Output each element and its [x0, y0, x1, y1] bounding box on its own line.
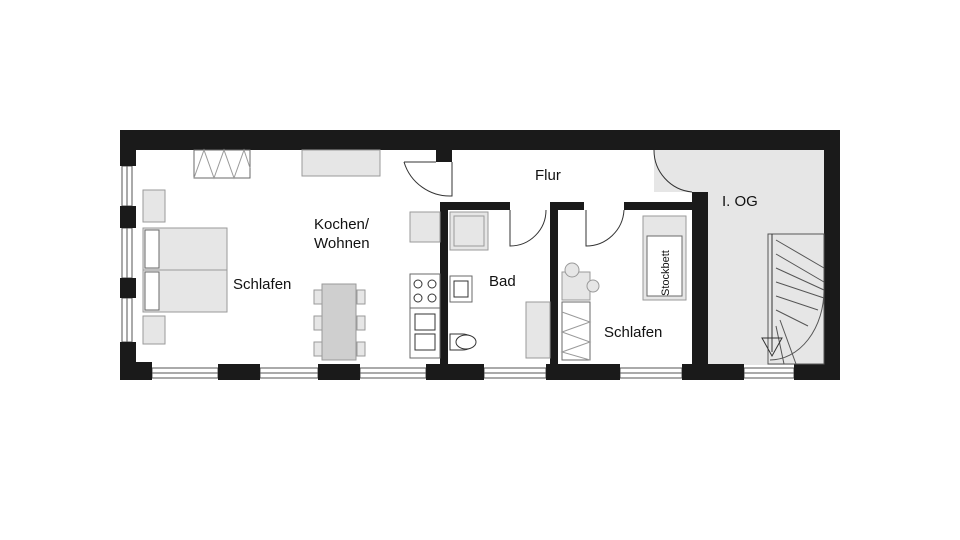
bunk-bed-label: Stockbett	[660, 250, 672, 296]
label-og: I. OG	[722, 193, 758, 210]
living-furniture	[301, 149, 441, 361]
doors	[403, 149, 693, 247]
label-schlafen-left: Schlafen	[233, 276, 291, 293]
nightstand-top	[142, 189, 166, 223]
left-bedroom-furniture	[142, 148, 251, 345]
shower	[449, 211, 489, 251]
stair-arrowhead	[761, 337, 783, 358]
nightstand-bottom	[142, 315, 166, 345]
dining-table	[321, 283, 357, 361]
label-wohnen: Wohnen	[314, 235, 370, 252]
label-flur: Flur	[535, 167, 561, 184]
staircase	[761, 233, 825, 365]
right-bedroom-furniture: Stockbett	[525, 215, 687, 361]
sideboard	[301, 149, 381, 177]
chair	[564, 262, 580, 278]
stair-area	[654, 150, 824, 365]
room-labels: Schlafen Kochen/ Wohnen Flur Bad Schlafe…	[233, 167, 758, 341]
label-bad: Bad	[489, 273, 516, 290]
washbasin	[449, 275, 473, 303]
stove	[409, 273, 441, 309]
bathroom-fixtures	[449, 211, 489, 351]
shelf	[525, 301, 551, 359]
label-kochen: Kochen/	[314, 216, 370, 233]
walls	[120, 130, 840, 380]
label-schlafen-right: Schlafen	[604, 324, 662, 341]
fridge	[409, 211, 441, 243]
